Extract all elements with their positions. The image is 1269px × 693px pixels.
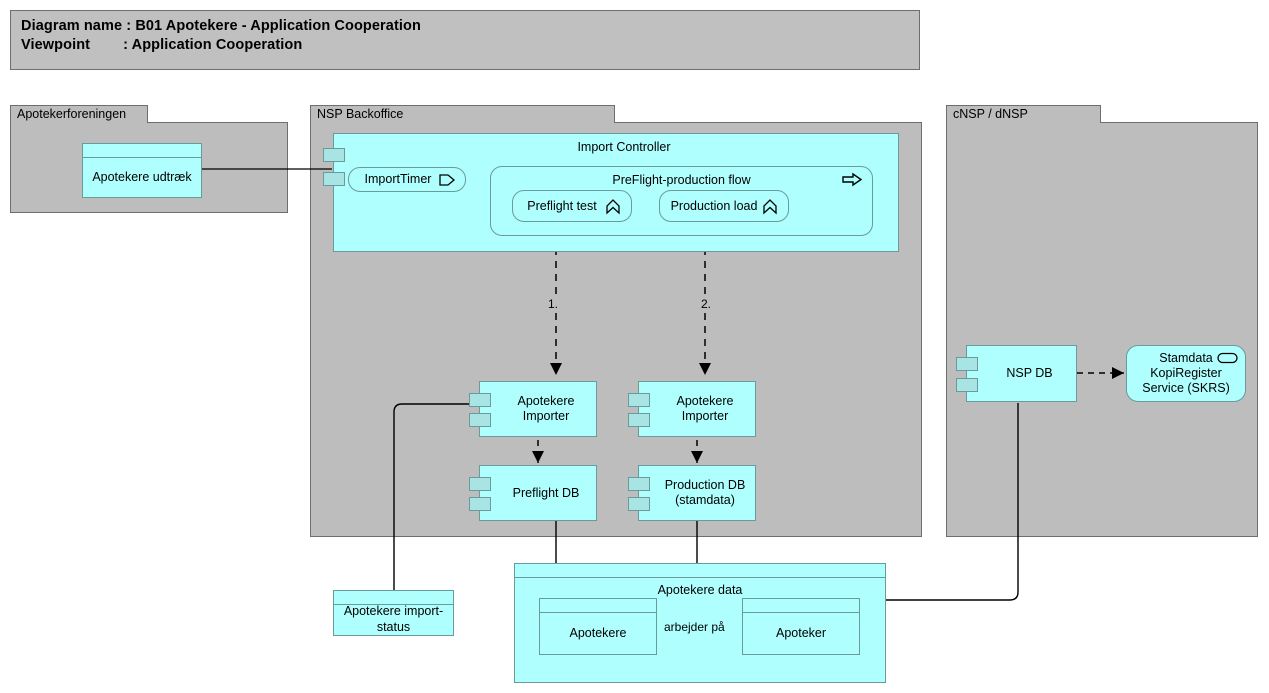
- data-object-apotekere-udtraek-label: Apotekere udtræk: [92, 169, 192, 184]
- component-production-db[interactable]: Production DB (stamdata): [628, 465, 756, 521]
- diagram-name-line: Diagram name : B01 Apotekere - Applicati…: [21, 18, 421, 34]
- application-function-preflight-test-label: Preflight test: [527, 198, 597, 213]
- data-object-band: [540, 599, 656, 613]
- group-cnsp-dnsp-tab: cNSP / dNSP: [946, 105, 1101, 123]
- data-object-apoteker-label: Apoteker: [775, 625, 827, 640]
- viewpoint-line: Viewpoint : Application Cooperation: [21, 37, 303, 53]
- group-apotekerforeningen-tab: Apotekerforeningen: [10, 105, 148, 123]
- application-process-preflight-production-flow[interactable]: PreFlight-production flow: [490, 166, 873, 236]
- data-object-apotekere-import-status-label: Apotekere import- status: [343, 604, 444, 634]
- component-lug-top: [628, 477, 650, 491]
- edge-label-arbejder-paa: arbejder på: [662, 620, 727, 634]
- component-lug-top: [469, 477, 491, 491]
- application-event-import-timer[interactable]: ImportTimer: [348, 167, 466, 192]
- component-production-db-label: Production DB (stamdata): [664, 478, 746, 507]
- component-lug-bottom: [628, 413, 650, 427]
- component-lug-top: [956, 357, 978, 371]
- component-apotekere-importer-2[interactable]: Apotekere Importer: [628, 381, 756, 437]
- component-apotekere-importer-1-label: Apotekere Importer: [517, 394, 575, 423]
- application-process-preflight-production-flow-label: PreFlight-production flow: [612, 173, 751, 187]
- edge-label-flow-2: 2.: [700, 297, 713, 311]
- data-object-band: [743, 599, 859, 613]
- application-event-icon: [439, 174, 456, 186]
- application-function-production-load[interactable]: Production load: [659, 190, 789, 222]
- application-function-icon: [763, 199, 777, 215]
- component-apotekere-importer-2-label: Apotekere Importer: [676, 394, 734, 423]
- component-import-controller-label: Import Controller: [577, 140, 671, 154]
- component-lug-top: [628, 393, 650, 407]
- group-nsp-backoffice-tab: NSP Backoffice: [310, 105, 615, 123]
- data-object-band: [334, 591, 453, 605]
- component-nsp-db[interactable]: NSP DB: [956, 345, 1077, 402]
- application-service-skrs[interactable]: Stamdata KopiRegister Service (SKRS): [1126, 345, 1246, 402]
- component-preflight-db-label: Preflight DB: [512, 485, 580, 500]
- application-function-production-load-label: Production load: [670, 198, 758, 213]
- group-cnsp-dnsp-body: [946, 122, 1258, 537]
- data-object-band: [515, 564, 885, 578]
- component-lug-top: [469, 393, 491, 407]
- application-service-icon: [1217, 352, 1238, 364]
- component-preflight-db[interactable]: Preflight DB: [469, 465, 597, 521]
- data-object-apotekere[interactable]: Apotekere: [539, 598, 657, 655]
- data-object-apotekere-label: Apotekere: [569, 625, 627, 640]
- application-function-preflight-test[interactable]: Preflight test: [512, 190, 632, 222]
- edge-label-flow-1: 1.: [547, 297, 560, 311]
- component-lug-bottom: [469, 413, 491, 427]
- data-object-apotekere-udtraek[interactable]: Apotekere udtræk: [82, 143, 202, 198]
- component-lug-bottom: [956, 378, 978, 392]
- component-apotekere-importer-1[interactable]: Apotekere Importer: [469, 381, 597, 437]
- component-lug-bottom: [323, 172, 345, 186]
- component-nsp-db-label: NSP DB: [1006, 366, 1053, 380]
- application-event-import-timer-label: ImportTimer: [364, 172, 432, 186]
- component-lug-bottom: [628, 497, 650, 511]
- group-cnsp-dnsp[interactable]: cNSP / dNSP: [946, 105, 1258, 537]
- diagram-title-block: Diagram name : B01 Apotekere - Applicati…: [10, 10, 920, 70]
- application-process-icon: [842, 172, 863, 187]
- component-lug-top: [323, 148, 345, 162]
- application-service-skrs-label: Stamdata KopiRegister Service (SKRS): [1142, 351, 1230, 395]
- application-function-icon: [606, 199, 620, 215]
- data-object-apotekere-data-label: Apotekere data: [657, 583, 743, 597]
- data-object-apotekere-import-status[interactable]: Apotekere import- status: [333, 590, 454, 636]
- data-object-apoteker[interactable]: Apoteker: [742, 598, 860, 655]
- data-object-band: [83, 144, 201, 158]
- component-lug-bottom: [469, 497, 491, 511]
